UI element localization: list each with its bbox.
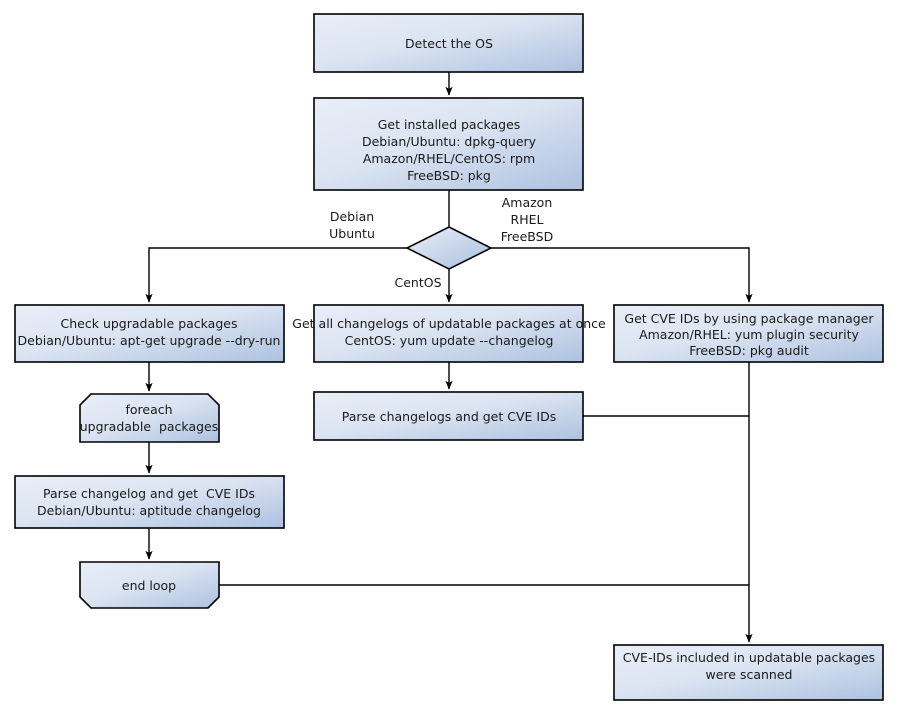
connector-layer [145,72,753,643]
node-shape-rect [613,644,884,701]
node-shape-rect [14,475,285,529]
edge-label-amazon-rhel-freebsd: Amazon RHEL FreeBSD [501,195,553,244]
edge-decision-to-get-cve-ids [491,247,753,303]
node-scan-complete[interactable]: CVE-IDs included in updatable packages w… [613,644,884,701]
node-label-parse-changelog-left-line2: Debian/Ubuntu: aptitude changelog [37,503,261,518]
node-parse-changelog-left[interactable]: Parse changelog and get CVE IDs Debian/U… [14,475,285,529]
node-label-foreach-line2: upgradable packages [80,419,219,434]
node-shape-rect [313,97,584,191]
node-label-end-loop: end loop [122,578,176,593]
node-get-cve-ids-package-manager[interactable]: Get CVE IDs by using package manager Ama… [613,304,884,363]
node-detect-os[interactable]: Detect the OS [313,13,584,73]
node-parse-changelogs-center[interactable]: Parse changelogs and get CVE IDs [313,391,584,441]
node-label-foreach-line1: foreach [125,402,172,417]
node-shape-rect [313,304,584,363]
edge-label-centos-text: CentOS [394,275,441,290]
node-label-installed-line1: Get installed packages [378,117,521,132]
node-label-installed-line2: Debian/Ubuntu: dpkg-query [362,134,537,149]
node-shape-diamond [405,226,493,270]
node-shape-rect [613,304,884,363]
edge-decision-to-check-upgradable [145,247,407,303]
edge-label-rhel: RHEL [511,212,544,227]
node-shape-loop-start [79,393,220,443]
node-foreach-loop-start[interactable]: foreach upgradable packages [79,393,220,443]
node-label-installed-line3: Amazon/RHEL/CentOS: rpm [363,151,535,166]
node-get-all-changelogs[interactable]: Get all changelogs of updatable packages… [292,304,606,363]
node-shape-rect [313,13,584,73]
node-shape-loop-end [79,561,220,609]
node-os-decision-diamond[interactable] [405,226,493,270]
node-label-check-upgradable-line2: Debian/Ubuntu: apt-get upgrade --dry-run [18,333,281,348]
edge-label-debian-ubuntu-line2: Ubuntu [329,226,375,241]
edge-label-debian-ubuntu: Debian Ubuntu [329,209,375,241]
node-label-cve-pkgmgr-line3: FreeBSD: pkg audit [689,343,809,358]
node-label-detect-os: Detect the OS [405,36,493,51]
node-label-cve-pkgmgr-line2: Amazon/RHEL: yum plugin security [639,327,859,342]
edge-label-debian-ubuntu-line1: Debian [330,209,374,224]
node-label-scan-complete-line1: CVE-IDs included in updatable packages [623,650,875,665]
edge-label-amazon: Amazon [502,195,553,210]
node-end-loop[interactable]: end loop [79,561,220,609]
node-label-cve-pkgmgr-line1: Get CVE IDs by using package manager [624,311,874,326]
edge-label-centos: CentOS [394,275,441,290]
node-get-installed-packages[interactable]: Get installed packages Debian/Ubuntu: dp… [313,97,584,191]
node-label-all-changelogs-line1: Get all changelogs of updatable packages… [292,316,606,331]
node-label-scan-complete-line2: were scanned [706,667,793,682]
edge-label-freebsd: FreeBSD [501,229,553,244]
node-label-all-changelogs-line2: CentOS: yum update --changelog [345,333,554,348]
node-check-upgradable-packages[interactable]: Check upgradable packages Debian/Ubuntu:… [14,304,285,363]
node-label-parse-changelogs-center: Parse changelogs and get CVE IDs [342,409,556,424]
node-shape-rect [313,391,584,441]
node-label-parse-changelog-left-line1: Parse changelog and get CVE IDs [43,486,255,501]
node-label-installed-line4: FreeBSD: pkg [407,168,491,183]
node-shape-rect [14,304,285,363]
node-label-check-upgradable-line1: Check upgradable packages [61,316,238,331]
